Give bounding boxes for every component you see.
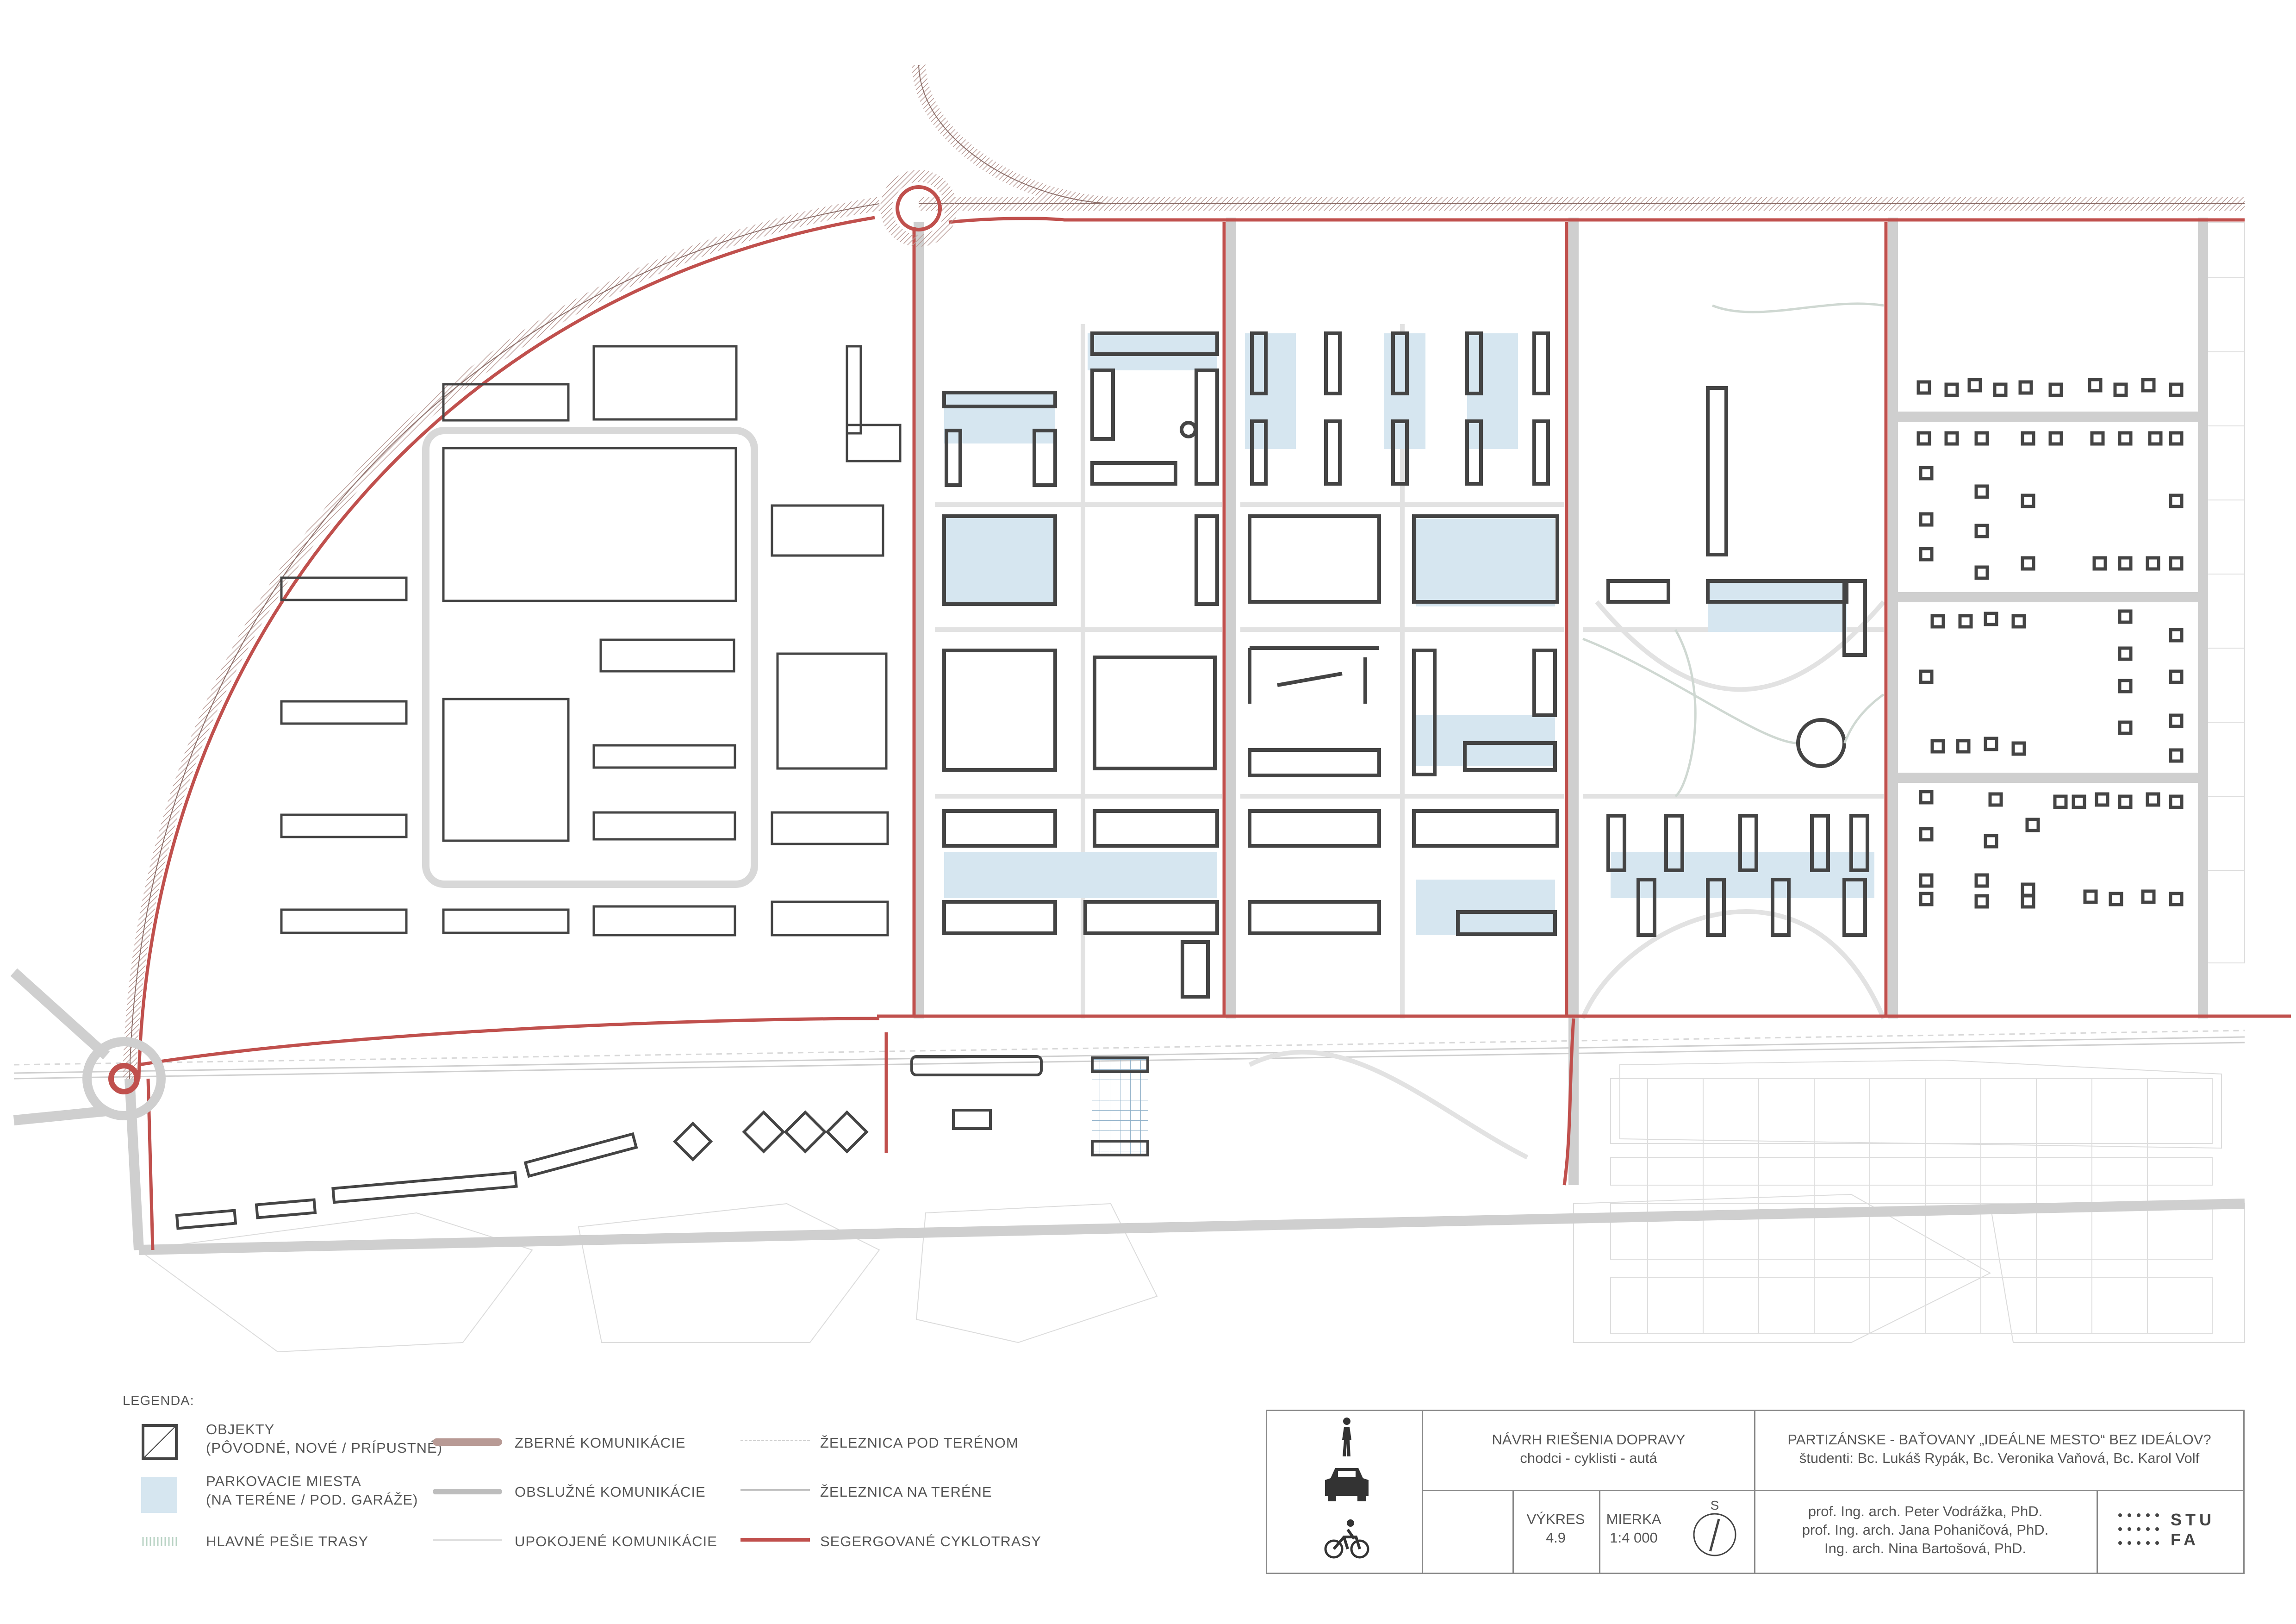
sheet-label: VÝKRES: [1526, 1511, 1585, 1527]
legend-parking-line2: (NA TERÉNE / POD. GARÁŽE): [206, 1492, 418, 1508]
legend-service-swatch: [433, 1489, 502, 1494]
roundabout-north: [880, 170, 957, 247]
legend-parking-swatch: [141, 1477, 177, 1513]
students: študenti: Bc. Lukáš Rypák, Bc. Veronika …: [1799, 1450, 2200, 1466]
legend-rail-under-swatch: [740, 1440, 810, 1441]
central-blocks: [942, 331, 1559, 999]
railway-under-terrain: [13, 1030, 2245, 1066]
legend-title: LEGENDA:: [123, 1393, 194, 1408]
service-loop-west: [422, 427, 758, 888]
south-strip-buildings: [175, 1055, 1149, 1230]
legend-cycle-swatch: [740, 1538, 810, 1542]
west-zone-buildings: [280, 345, 902, 937]
cyclist-icon: [1324, 1519, 1369, 1559]
collector-road-network: [123, 64, 2245, 1079]
context-east-plots: [2203, 222, 2245, 963]
legend-cycle: SEGERGOVANÉ CYKLOTRASY: [820, 1533, 1041, 1549]
title-block-divider-v: [1754, 1410, 1755, 1574]
villa-grid: [1916, 378, 2184, 909]
legend-rail-under: ŽELEZNICA POD TERÉNOM: [820, 1435, 1019, 1451]
legend-parking-line1: PARKOVACIE MIESTA: [206, 1473, 361, 1489]
legend-pedestrian-swatch: [142, 1537, 177, 1546]
north-arrow-icon: [1693, 1513, 1736, 1556]
north-letter: S: [1710, 1498, 1719, 1512]
project-title: PARTIZÁNSKE - BAŤOVANY „IDEÁLNE MESTO“ B…: [1787, 1431, 2211, 1448]
park-paths: [1582, 302, 1885, 798]
sheet-value: 4.9: [1545, 1530, 1566, 1546]
legend-objects-swatch: [142, 1424, 178, 1460]
parking-areas: [944, 333, 1874, 935]
supervisor-2: prof. Ing. arch. Jana Pohaničová, PhD.: [1802, 1522, 2049, 1538]
drawing-subtitle: chodci - cyklisti - autá: [1520, 1450, 1657, 1466]
scale-value: 1:4 000: [1610, 1530, 1658, 1546]
legend-objects: OBJEKTY (PÔVODNÉ, NOVÉ / PRÍPUSTNÉ): [206, 1420, 442, 1457]
roundabout-southwest: [82, 1037, 166, 1120]
title-block-divider-v4: [2097, 1490, 2098, 1574]
legend-calmed: UPOKOJENÉ KOMUNIKÁCIE: [515, 1533, 717, 1549]
supervisor-1: prof. Ing. arch. Peter Vodrážka, PhD.: [1808, 1503, 2043, 1519]
legend-collector: ZBERNÉ KOMUNIKÁCIE: [515, 1435, 686, 1451]
title-block-divider-h: [1423, 1490, 2245, 1491]
east-park-zone: [1606, 386, 1869, 937]
car-icon: [1325, 1468, 1369, 1501]
scale-label: MIERKA: [1606, 1511, 1661, 1527]
legend-calmed-swatch: [433, 1539, 502, 1541]
legend-objects-line2: (PÔVODNÉ, NOVÉ / PRÍPUSTNÉ): [206, 1440, 443, 1456]
pedestrian-icon: [1342, 1418, 1351, 1456]
context-house-rows: [1610, 1078, 2213, 1334]
underground-garage-grid: [1092, 1058, 1148, 1155]
legend-rail-on: ŽELEZNICA NA TERÉNE: [820, 1484, 992, 1500]
legend-pedestrian: HLAVNÉ PEŠIE TRASY: [206, 1533, 369, 1549]
title-block-icon-cell: [1266, 1410, 1423, 1574]
collector-road-centerlines: [129, 64, 2245, 1079]
legend-collector-swatch: [433, 1438, 502, 1446]
logo-fa: FA: [2171, 1530, 2200, 1549]
legend-rail-on-swatch: [740, 1489, 810, 1491]
stu-fa-logo-dots: [2118, 1513, 2159, 1545]
logo-stu: STU: [2171, 1510, 2215, 1529]
service-roads: [10, 218, 2245, 1255]
title-block-divider-v2: [1512, 1490, 1514, 1574]
legend-service: OBSLUŽNÉ KOMUNIKÁCIE: [515, 1484, 706, 1500]
segregated-cycle-routes: [137, 216, 2291, 1250]
drawing-title: NÁVRH RIEŠENIA DOPRAVY: [1492, 1431, 1686, 1448]
legend-objects-line1: OBJEKTY: [206, 1421, 275, 1437]
legend-parking: PARKOVACIE MIESTA (NA TERÉNE / POD. GARÁ…: [206, 1472, 418, 1509]
title-block-divider-v3: [1599, 1490, 1600, 1574]
supervisor-3: Ing. arch. Nina Bartošová, PhD.: [1824, 1540, 2026, 1556]
